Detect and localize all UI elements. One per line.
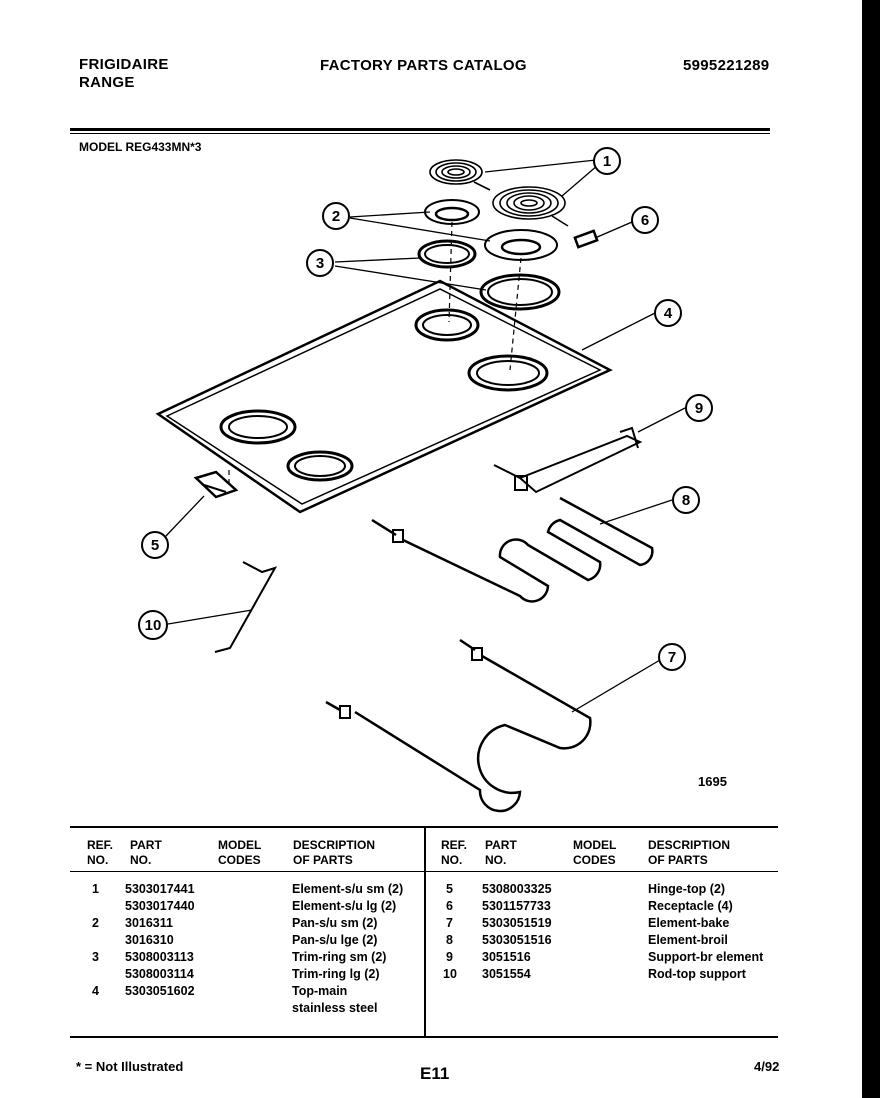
trim-rings	[417, 239, 561, 311]
row-ref: 4	[92, 984, 99, 998]
cooktop-main-top	[155, 279, 613, 514]
table-bottom-rule	[70, 1036, 778, 1038]
callout-8: 8	[682, 492, 690, 509]
callout-4: 4	[664, 305, 673, 322]
not-illustrated-note: * = Not Illustrated	[76, 1059, 184, 1074]
hinge-top	[193, 470, 239, 499]
row-part: 3016311	[125, 916, 173, 930]
brand-name: FRIGIDAIRE	[79, 56, 169, 73]
row-ref: 6	[446, 899, 453, 913]
row-desc: Element-s/u lg (2)	[292, 899, 397, 913]
row-part: 5303051519	[482, 916, 552, 930]
header-rule	[70, 128, 770, 131]
callout-10: 10	[145, 617, 162, 634]
row-ref: 8	[446, 933, 453, 947]
catalog-title: FACTORY PARTS CATALOG	[320, 57, 527, 74]
catalog-number: 5995221289	[683, 57, 770, 74]
receptacle	[573, 229, 599, 249]
support-broil-element	[493, 426, 643, 494]
row-part: 5301157733	[482, 899, 551, 913]
row-part: 5308003114	[125, 967, 194, 981]
alignment-lines	[228, 221, 522, 488]
row-desc: Rod-top support	[648, 967, 746, 981]
callout-3: 3	[316, 255, 324, 272]
leader-lines	[164, 159, 686, 713]
callout-1: 1	[603, 153, 611, 170]
callout-7: 7	[668, 649, 676, 666]
row-ref: 9	[446, 950, 453, 964]
surface-elements	[429, 159, 569, 227]
drawing-number: 1695	[698, 774, 727, 789]
row-part: 5308003325	[482, 882, 552, 896]
callout-9: 9	[695, 400, 703, 417]
row-desc: Element-s/u sm (2)	[292, 882, 404, 896]
row-desc: Support-br element	[648, 950, 764, 964]
row-ref: 10	[443, 967, 457, 981]
row-ref: 1	[92, 882, 99, 896]
row-desc: Trim-ring lg (2)	[292, 967, 380, 981]
page-number: E11	[420, 1064, 450, 1083]
callout-5: 5	[151, 537, 159, 554]
catalog-date: 4/92	[754, 1059, 780, 1074]
row-ref: 2	[92, 916, 99, 930]
model-number: MODEL REG433MN*3	[79, 140, 202, 154]
row-desc: Trim-ring sm (2)	[292, 950, 387, 964]
row-part: 3051516	[482, 950, 531, 964]
table-divider	[424, 827, 426, 1037]
row-part: 3051554	[482, 967, 531, 981]
row-part: 3016310	[125, 933, 174, 947]
row-part: 5303017441	[125, 882, 195, 896]
row-desc: Element-bake	[648, 916, 730, 930]
row-desc: stainless steel	[292, 1001, 378, 1015]
row-part: 5308003113	[125, 950, 194, 964]
row-part: 5303017440	[125, 899, 195, 913]
row-desc: Element-broil	[648, 933, 728, 947]
broil-element	[371, 496, 654, 603]
rod-top-support	[214, 561, 278, 653]
exploded-parts-diagram: 1 2 3 4 5 6 7 8 9 10 1695	[138, 147, 727, 813]
row-part: 5303051516	[482, 933, 552, 947]
row-desc: Pan-s/u sm (2)	[292, 916, 378, 930]
header-ref-left: REF.NO.	[87, 838, 114, 867]
row-desc: Hinge-top (2)	[648, 882, 726, 896]
row-desc: Top-main	[292, 984, 348, 998]
callout-2: 2	[332, 208, 340, 225]
row-ref: 3	[92, 950, 99, 964]
row-desc: Receptacle (4)	[648, 899, 733, 913]
header-rule-thin	[70, 133, 770, 134]
row-ref: 7	[446, 916, 453, 930]
scan-edge	[862, 0, 880, 1098]
row-part: 5303051602	[125, 984, 195, 998]
bake-element	[325, 638, 592, 813]
product-type: RANGE	[79, 74, 135, 91]
header-ref-right: REF.NO.	[441, 838, 468, 867]
row-ref: 5	[446, 882, 453, 896]
callout-6: 6	[641, 212, 649, 229]
row-desc: Pan-s/u lge (2)	[292, 933, 378, 947]
